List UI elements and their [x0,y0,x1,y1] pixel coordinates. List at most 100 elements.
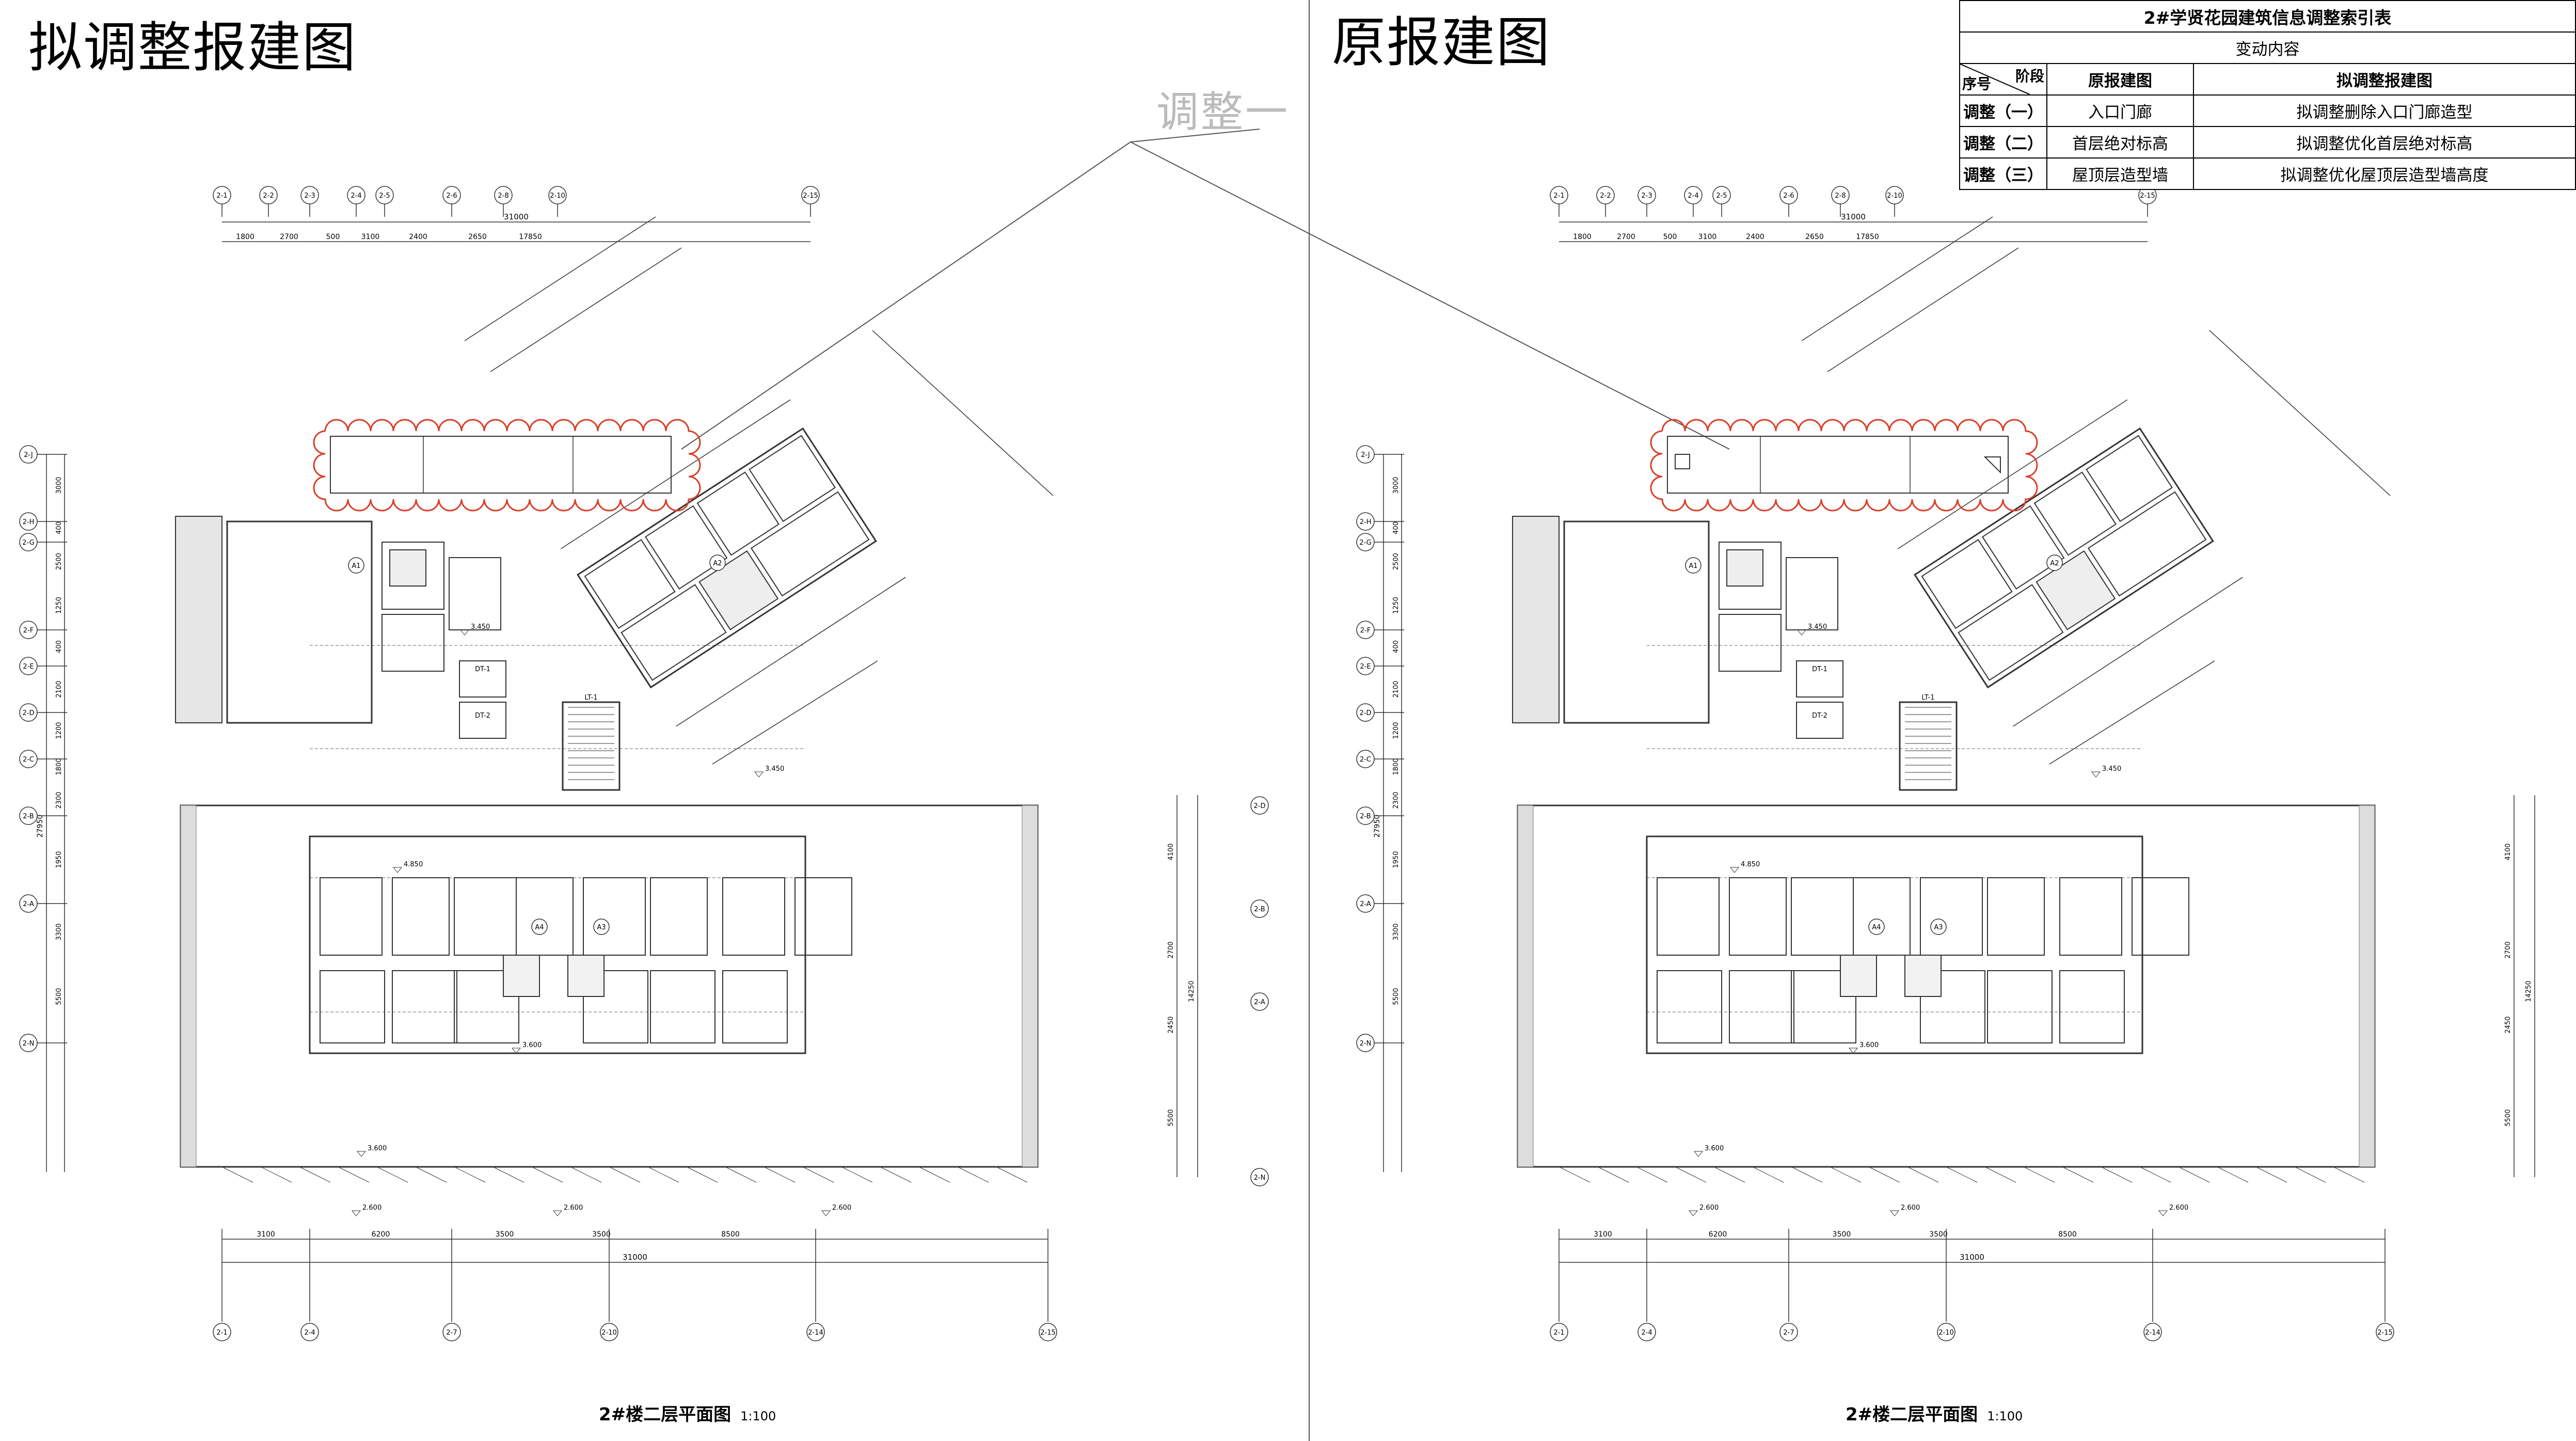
slab-edge-hatch [180,805,197,1167]
room-wall [1987,877,2045,956]
dimension-left-part: 2100 [1392,680,1400,698]
room-wall [1987,970,2053,1043]
unit-outline [1914,427,2214,689]
stair-core [562,701,621,791]
index-table-subtitle: 变动内容 [1959,31,2576,64]
dimension-left-part: 400 [1392,640,1400,653]
dimension-top-part: 1800 [236,233,255,241]
dimension-total-top: 31000 [504,212,529,221]
level-value: 2.600 [362,1204,381,1212]
balcony-hatch [175,516,222,723]
room-wall [650,970,715,1043]
drain-marker [996,1166,1028,1183]
room-wall [1729,970,1794,1043]
stair-tag: LT-1 [584,694,597,702]
row-original: 屋顶层造型墙 [2046,157,2194,190]
dimension-top-part: 2400 [1746,233,1764,241]
elevator-tag: DT-2 [475,712,490,720]
room-wall [1786,557,1838,630]
axis-label: A3 [597,924,606,931]
drain-marker [492,1166,524,1183]
drain-marker [918,1166,950,1183]
drain-marker [1559,1166,1591,1183]
elevator-shaft [1796,702,1843,739]
caption-name: 2#楼二层平面图 [599,1404,732,1425]
dimension-top-part: 1800 [1573,233,1592,241]
axis-label: 2-D [1360,709,1372,717]
row-no: 调整（二） [1959,126,2047,159]
axis-label: 2-D [23,709,35,717]
dimension-line-diagonal [1801,216,1993,341]
axis-label: 2-5 [379,192,390,200]
room-wall [1853,877,1911,956]
axis-bubble [442,186,461,204]
room-wall [1729,877,1787,956]
table-row: 调整（二） 首层绝对标高 拟调整优化首层绝对标高 [1959,126,2576,159]
room-wall [583,877,646,956]
room-wall [794,877,852,956]
dimension-left-part: 1250 [55,597,63,614]
dimension-line-diagonal [2049,660,2215,765]
level-marker [511,1048,521,1054]
dimension-top-part: 2700 [1617,233,1635,241]
drain-marker [338,1166,370,1183]
level-marker [1729,867,1740,873]
dimension-left-part: 2500 [1392,553,1400,570]
level-marker [392,867,403,873]
unit-outline [1646,835,2143,1054]
dimension-line-diagonal [2209,330,2391,496]
dimension-left-part: 400 [55,521,63,534]
dimension-left-part: 2300 [1392,791,1400,809]
axis-label: 2-D [1254,802,1266,810]
axis-label: 2-4 [1688,192,1698,200]
dimension-total-top: 31000 [1841,212,1866,221]
axis-bubble [375,186,394,204]
axis-label: A1 [352,562,360,570]
drain-marker [802,1166,834,1183]
dimension-total-right: 14250 [2525,980,2533,1002]
room-wall [449,557,501,630]
entrance-canopy [330,436,672,494]
axis-bubble [213,186,231,204]
dimension-bottom-part: 6200 [372,1230,390,1239]
elevator-shaft [1796,660,1843,698]
drain-marker [454,1166,486,1183]
dimension-line-diagonal [1827,247,2019,372]
axis-label: 2-6 [1783,192,1794,200]
index-table-title: 2#学贤花园建筑信息调整索引表 [1959,0,2576,33]
level-value: 3.450 [765,765,784,773]
drain-marker [531,1166,563,1183]
axis-bubble [300,186,319,204]
axis-label: 2-10 [1938,1329,1954,1337]
axis-label: 2-2 [263,192,274,200]
axis-label: 2-A [1360,900,1371,908]
dimension-right-part: 5500 [2504,1109,2512,1126]
axis-label: 2-14 [808,1329,823,1337]
table-row: 调整（一） 入口门廊 拟调整删除入口门廊造型 [1959,94,2576,127]
axis-bubble [1779,1323,1798,1341]
room-wall [320,877,383,956]
level-marker [821,1210,831,1216]
room-wall [644,505,728,590]
axis-label: A2 [713,560,722,567]
room-wall [2033,471,2117,556]
drain-marker [1597,1166,1629,1183]
dimension-left-part: 1950 [1392,851,1400,868]
unit-tag [1868,919,1885,935]
room-wall [1920,877,1983,956]
level-value: 2.600 [1699,1204,1719,1212]
axis-label: 2-1 [216,1329,227,1337]
slab-edge-hatch [2359,805,2375,1167]
room-wall [1791,970,1856,1043]
level-value: 3.450 [2102,765,2121,773]
dimension-left-part: 1200 [1392,722,1400,739]
drain-marker [2062,1166,2094,1183]
room-wall [392,970,457,1043]
axis-label: 2-7 [446,1329,457,1337]
level-value: 3.450 [471,623,490,631]
dimension-left-part: 1800 [55,758,63,775]
drain-marker [2023,1166,2055,1183]
dimension-left-part: 2500 [55,553,63,570]
dimension-bottom-part: 3500 [496,1230,514,1239]
axis-bubble [2376,1323,2394,1341]
